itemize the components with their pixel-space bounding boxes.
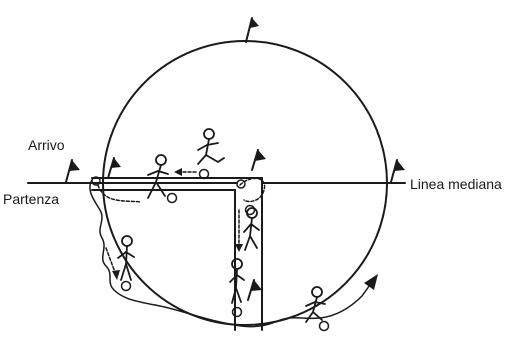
runner-figure-bottom-right (306, 287, 325, 322)
flag-left-outside (66, 160, 80, 182)
arrowhead-down-left (112, 270, 120, 280)
ball (168, 194, 177, 203)
partenza-label: Partenza (3, 192, 59, 206)
arrowhead-left-1 (174, 168, 182, 176)
linea-mediana-label: Linea mediana (410, 177, 502, 191)
flag-bottom (248, 280, 262, 300)
flag-left-circle (108, 158, 121, 178)
flag-top (246, 18, 259, 42)
arrowhead-down-1 (235, 244, 243, 252)
runner-figure-top (198, 129, 224, 164)
arrivo-label: Arrivo (28, 138, 65, 152)
runner-figure-outside (118, 236, 134, 280)
end-arrow (364, 274, 378, 290)
ball (122, 282, 131, 291)
ball (320, 322, 329, 331)
flag-right (391, 160, 405, 182)
ball (233, 308, 242, 317)
flag-center (252, 150, 266, 170)
runner-figure-left (148, 155, 168, 198)
runner-figure-vertical-2 (230, 259, 244, 303)
